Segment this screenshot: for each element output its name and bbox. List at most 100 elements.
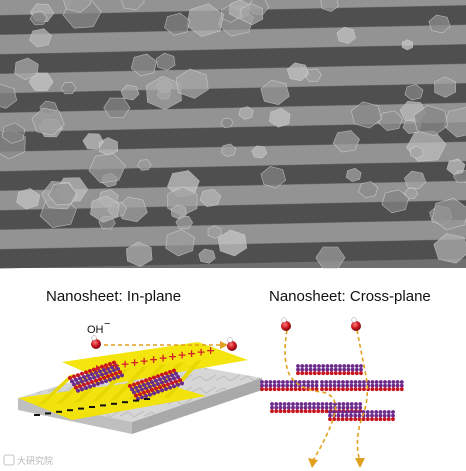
atom-red	[270, 409, 274, 414]
atom-red	[110, 373, 114, 377]
atom-red	[314, 387, 319, 392]
atom-purple	[270, 402, 274, 406]
sem-hexagon	[82, 133, 104, 150]
atom-red	[320, 387, 324, 392]
sem-hexagon	[120, 84, 140, 101]
atom-purple	[136, 389, 140, 393]
atom-purple	[353, 383, 358, 388]
plus-sign: +	[92, 362, 101, 375]
atom-purple	[395, 383, 400, 388]
atom-red	[340, 417, 345, 422]
atom-purple	[329, 367, 334, 372]
atom-purple	[362, 380, 366, 384]
sem-hexagon	[336, 26, 356, 44]
atom-red	[374, 417, 379, 422]
atom-purple	[260, 383, 264, 388]
atom-purple	[300, 367, 305, 372]
atom-purple	[370, 410, 374, 414]
plus-sign: +	[102, 361, 111, 374]
atom-purple	[383, 380, 387, 384]
atom-purple	[282, 405, 287, 410]
atom-purple	[276, 383, 281, 388]
atom-purple	[112, 368, 116, 373]
atom-red	[344, 417, 349, 422]
sem-hexagon	[320, 0, 339, 12]
atom-purple	[100, 372, 104, 377]
atom-red	[104, 363, 108, 368]
minus-sign	[45, 412, 51, 415]
ion-path-cross-left-arrowhead	[308, 458, 318, 468]
plus-sign: +	[187, 347, 196, 360]
atom-purple	[328, 383, 333, 388]
sem-band	[0, 161, 466, 191]
atom-purple	[357, 413, 362, 418]
atom-purple	[349, 405, 354, 410]
atom-red	[160, 372, 164, 377]
atom-red	[374, 387, 379, 392]
sem-hexagon	[433, 233, 466, 264]
atom-red	[325, 371, 330, 376]
minus-sign	[34, 414, 40, 416]
atom-red	[357, 387, 362, 392]
atom-red	[328, 387, 333, 392]
atom-purple	[110, 365, 114, 370]
atom-purple	[268, 380, 273, 384]
atom-purple	[78, 376, 82, 381]
atom-red	[324, 409, 329, 414]
ion-path-cross-right-arrowhead	[355, 458, 365, 468]
atom-purple	[138, 384, 142, 389]
sem-hexagon	[217, 229, 248, 257]
atom-purple	[333, 367, 338, 372]
atom-purple	[354, 364, 359, 368]
atom-purple	[164, 379, 168, 384]
atom-purple	[341, 405, 346, 410]
atom-purple	[312, 364, 317, 368]
atom-purple	[345, 402, 350, 406]
panel-title-cross-plane: Nanosheet: Cross-plane	[269, 288, 431, 305]
atom-red	[332, 387, 337, 392]
atom-purple	[312, 405, 316, 410]
sem-hexagon	[240, 3, 264, 26]
atom-red	[112, 360, 116, 365]
sem-hexagon	[31, 107, 65, 136]
atom-red	[106, 374, 110, 379]
plus-sign: +	[178, 349, 187, 362]
atom-purple	[104, 371, 108, 376]
sem-hexagon	[401, 39, 414, 51]
atom-red	[168, 370, 172, 374]
atom-purple	[154, 378, 158, 383]
atom-purple	[289, 380, 294, 384]
atom-red	[276, 387, 281, 392]
atom-purple	[362, 383, 366, 388]
atom-red	[158, 385, 162, 390]
atom-purple	[148, 384, 152, 389]
atom-purple	[365, 413, 370, 418]
atom-purple	[289, 383, 294, 388]
sem-hexagon	[198, 248, 216, 264]
atom-purple	[353, 380, 358, 384]
atom-red	[278, 409, 283, 414]
atom-purple	[299, 402, 304, 406]
atom-purple	[293, 383, 298, 388]
atom-purple	[274, 402, 279, 406]
atom-purple	[399, 380, 404, 384]
sem-hexagon	[125, 241, 153, 267]
atom-purple	[160, 388, 164, 393]
atom-purple	[304, 364, 309, 368]
atom-purple	[314, 383, 319, 388]
atom-red	[297, 387, 302, 392]
minus-sign	[67, 409, 73, 412]
panel-cross-plane: Nanosheet: Cross-plane	[260, 288, 431, 468]
atom-purple	[172, 384, 176, 389]
atom-purple	[170, 373, 174, 378]
atom-red	[391, 387, 396, 392]
atom-purple	[383, 383, 387, 388]
atom-purple	[291, 405, 295, 410]
atom-purple	[341, 402, 346, 406]
electrode-finger	[164, 360, 202, 398]
sem-band	[0, 103, 466, 132]
atom-red	[346, 371, 351, 376]
atom-purple	[300, 364, 305, 368]
atom-purple	[114, 363, 118, 368]
